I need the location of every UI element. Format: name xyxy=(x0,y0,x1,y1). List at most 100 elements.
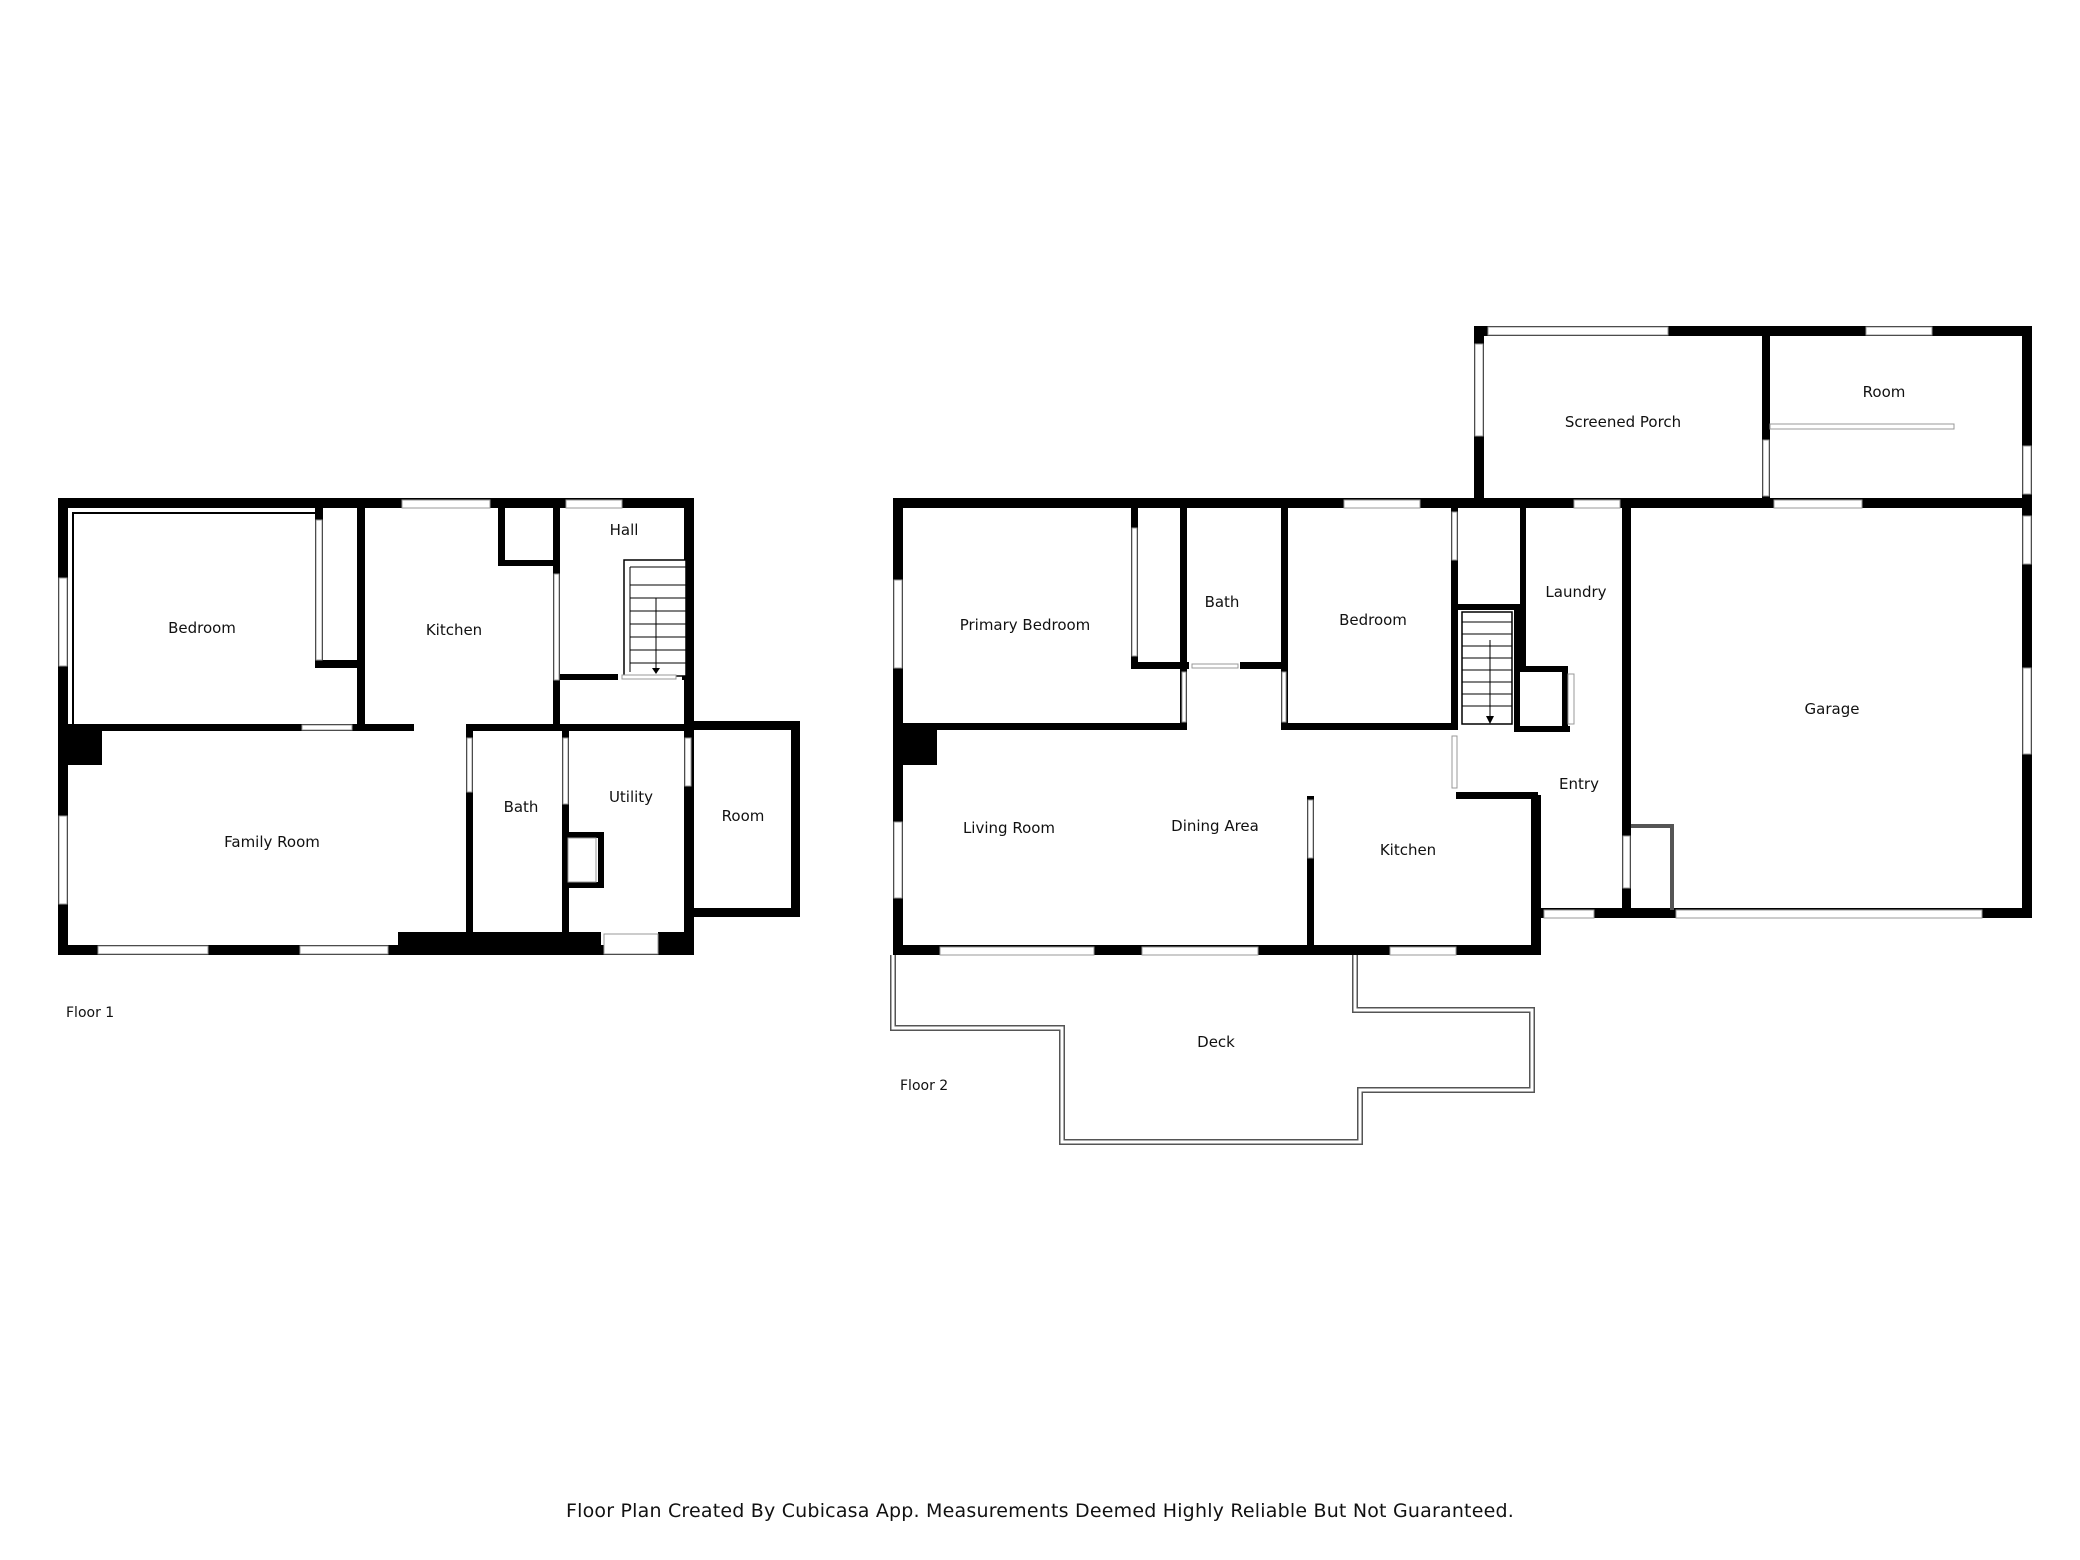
window xyxy=(1487,326,1669,336)
floor-1-labels: Bedroom Kitchen Hall Family Room Bath Ut… xyxy=(66,521,764,1021)
wall xyxy=(72,512,74,724)
door xyxy=(553,573,560,681)
wall xyxy=(893,498,2031,508)
wall xyxy=(2022,326,2032,918)
door xyxy=(684,737,692,787)
wall xyxy=(72,512,318,514)
room-label-room: Room xyxy=(1863,383,1906,401)
room-label-laundry: Laundry xyxy=(1545,583,1606,601)
room-label-kitchen: Kitchen xyxy=(426,621,482,639)
window xyxy=(1474,343,1484,437)
wall xyxy=(562,724,569,934)
wall xyxy=(566,832,604,838)
window xyxy=(58,577,68,667)
window xyxy=(893,821,903,899)
door xyxy=(1307,799,1314,859)
door xyxy=(621,674,677,680)
wall xyxy=(566,882,604,888)
wall xyxy=(1514,604,1520,730)
door xyxy=(1567,673,1575,725)
room-label-dining-area: Dining Area xyxy=(1171,817,1259,835)
wall xyxy=(498,560,556,566)
wall xyxy=(1562,670,1568,730)
wall xyxy=(1622,504,1631,918)
wall xyxy=(498,504,505,566)
wall xyxy=(1281,504,1288,728)
wall xyxy=(598,832,604,888)
room-label-family-room: Family Room xyxy=(224,833,320,851)
room-label-entry: Entry xyxy=(1559,775,1599,793)
room-label-bedroom: Bedroom xyxy=(168,619,236,637)
window xyxy=(603,933,659,955)
room-label-hall: Hall xyxy=(610,521,639,539)
door xyxy=(301,724,353,731)
door xyxy=(1622,835,1631,889)
wall xyxy=(1451,504,1458,730)
disclaimer-footer: Floor Plan Created By Cubicasa App. Meas… xyxy=(566,1500,1514,1522)
wall xyxy=(1240,662,1288,669)
wall xyxy=(466,724,473,934)
door xyxy=(567,837,597,883)
wall xyxy=(1474,326,2032,336)
door xyxy=(1281,671,1287,723)
door xyxy=(315,519,323,661)
door xyxy=(1131,527,1138,657)
window xyxy=(401,499,491,509)
floor-label: Floor 1 xyxy=(66,1005,114,1021)
door xyxy=(1762,439,1770,497)
wall xyxy=(684,908,800,917)
door xyxy=(1181,671,1187,723)
window xyxy=(565,499,623,509)
wall xyxy=(315,660,363,668)
wall xyxy=(468,724,568,731)
wall xyxy=(1514,726,1570,732)
room-label-garage: Garage xyxy=(1805,700,1860,718)
wall xyxy=(1531,792,1538,955)
window xyxy=(2022,667,2032,755)
wall xyxy=(58,498,694,508)
door xyxy=(1451,735,1458,789)
stairs xyxy=(1461,611,1513,725)
floor-label: Floor 2 xyxy=(900,1078,948,1094)
floor-2-labels: Screened Porch Room Primary Bedroom Bath… xyxy=(900,383,1905,1094)
wall xyxy=(1458,604,1520,610)
door xyxy=(1191,663,1239,669)
door xyxy=(562,737,569,805)
door xyxy=(1573,499,1621,509)
wall xyxy=(682,674,692,680)
wall xyxy=(1762,330,1770,502)
wall xyxy=(1520,504,1526,670)
floor-1-plan xyxy=(58,498,800,955)
wall xyxy=(1520,666,1568,672)
closet-rod xyxy=(1769,423,1955,430)
window xyxy=(1389,946,1457,956)
door xyxy=(1451,511,1458,561)
room-label-living-room: Living Room xyxy=(963,819,1055,837)
wall xyxy=(357,504,365,728)
wall xyxy=(893,723,1187,730)
window xyxy=(1773,499,1863,509)
window xyxy=(893,579,903,669)
door xyxy=(2022,445,2032,495)
room-label-primary-bedroom: Primary Bedroom xyxy=(960,616,1091,634)
wall xyxy=(556,674,618,680)
entry-step xyxy=(1631,824,1674,910)
room-label-screened-porch: Screened Porch xyxy=(1565,413,1681,431)
wall xyxy=(58,724,414,731)
door xyxy=(2022,515,2032,565)
floor-2-plan xyxy=(890,326,2032,1145)
door xyxy=(1543,909,1595,919)
window xyxy=(58,815,68,905)
room-label-utility: Utility xyxy=(609,788,653,806)
wall xyxy=(1456,792,1538,799)
room-label-bedroom: Bedroom xyxy=(1339,611,1407,629)
window xyxy=(1865,326,1933,336)
wall xyxy=(1180,504,1187,728)
door xyxy=(466,737,473,793)
chimney xyxy=(893,725,937,765)
wall xyxy=(791,721,800,917)
window xyxy=(97,945,209,955)
window xyxy=(1343,499,1421,509)
room-label-kitchen: Kitchen xyxy=(1380,841,1436,859)
